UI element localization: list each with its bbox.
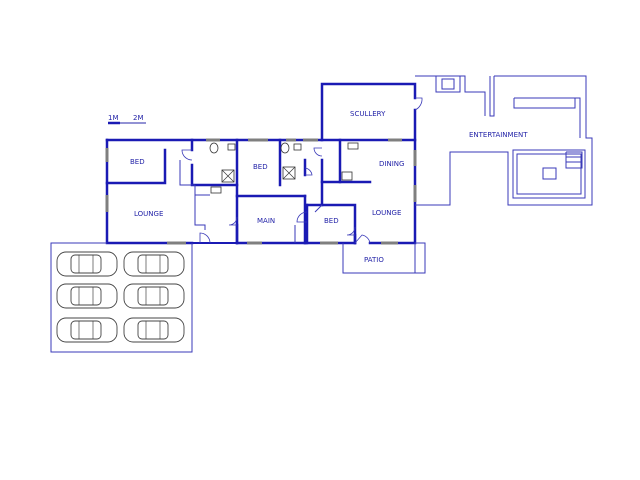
bathroom-fixtures [209, 142, 359, 194]
car-icon [56, 283, 118, 309]
parking-area [50, 242, 193, 353]
entertainment-area [415, 75, 593, 274]
room-labels: BED LOUNGE BED MAIN BED SCULLERY DINING … [130, 110, 528, 264]
car-icon [123, 283, 185, 309]
scale-label-1m: 1M [108, 114, 119, 122]
room-label-lounge-right: LOUNGE [372, 209, 401, 217]
sink-icon [347, 142, 359, 150]
pool-pump-icon [542, 167, 557, 180]
room-label-main: MAIN [257, 217, 275, 225]
doors [181, 97, 423, 244]
car-icon [56, 317, 118, 343]
scale-label-2m: 2M [133, 114, 144, 122]
basin-icon [210, 186, 222, 194]
room-label-bed-left: BED [130, 158, 145, 166]
patio-outline [342, 243, 416, 274]
room-label-scullery: SCULLERY [350, 110, 386, 118]
room-label-bed-mid: BED [253, 163, 268, 171]
car-icon [123, 251, 185, 277]
room-label-entertainment: ENTERTAINMENT [469, 131, 528, 139]
car-icon [123, 317, 185, 343]
interior-walls [105, 138, 417, 245]
corridor-lines [179, 160, 323, 243]
basin-icon [293, 143, 302, 151]
stove-icon [341, 171, 353, 181]
braai-icon [435, 75, 461, 93]
room-label-patio: PATIO [364, 256, 384, 264]
basin-icon [227, 143, 236, 151]
room-label-lounge-left: LOUNGE [134, 210, 163, 218]
room-label-bed-small: BED [324, 217, 339, 225]
toilet-icon [280, 142, 290, 154]
pool-outline [512, 149, 586, 199]
windows [105, 138, 417, 245]
toilet-icon [209, 142, 219, 154]
room-label-dining: DINING [379, 160, 404, 168]
scale-bar: 1M 2M [108, 114, 146, 125]
car-icon [56, 251, 118, 277]
